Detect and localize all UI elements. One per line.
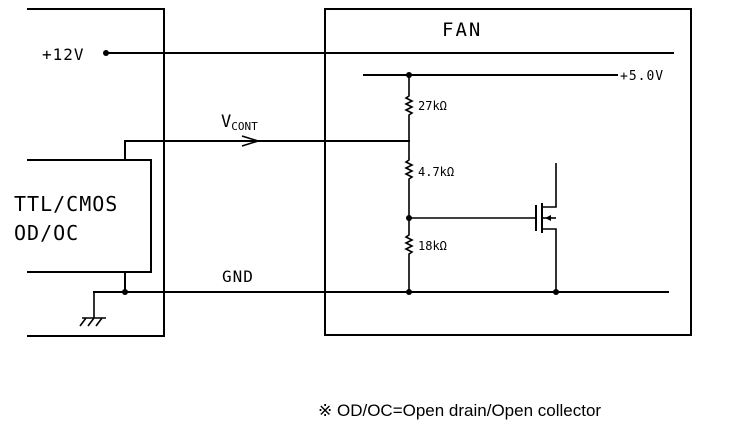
gnd-label: GND	[222, 267, 254, 286]
footnote: ※ OD/OC=Open drain/Open collector	[318, 401, 601, 420]
vcont-label: VCONT	[221, 112, 258, 133]
r2-label: 4.7kΩ	[418, 165, 454, 179]
mosfet-source	[542, 228, 557, 292]
host-box	[27, 8, 165, 337]
fan-box	[324, 8, 692, 336]
mosfet-arrow	[545, 215, 551, 221]
r3-label: 18kΩ	[418, 239, 447, 253]
gnd-junction-left	[122, 289, 128, 295]
gnd-junction-mid	[406, 289, 412, 295]
driver-block	[27, 159, 152, 273]
fan-label: FAN	[442, 19, 482, 41]
ttl-cmos-label: TTL/CMOS	[14, 192, 118, 216]
od-oc-label: OD/OC	[14, 221, 79, 245]
ground-icon	[79, 292, 106, 327]
r1-label: 27kΩ	[418, 99, 447, 113]
resistor-4k7	[404, 141, 414, 218]
resistor-18k	[404, 218, 414, 292]
v5-label: +5.0V	[620, 69, 664, 84]
resistor-27k	[404, 75, 414, 141]
vcont-wire	[124, 140, 410, 161]
vcont-arrow	[241, 135, 261, 147]
mosfet-drain	[542, 163, 557, 208]
v12-label: +12V	[42, 45, 85, 64]
